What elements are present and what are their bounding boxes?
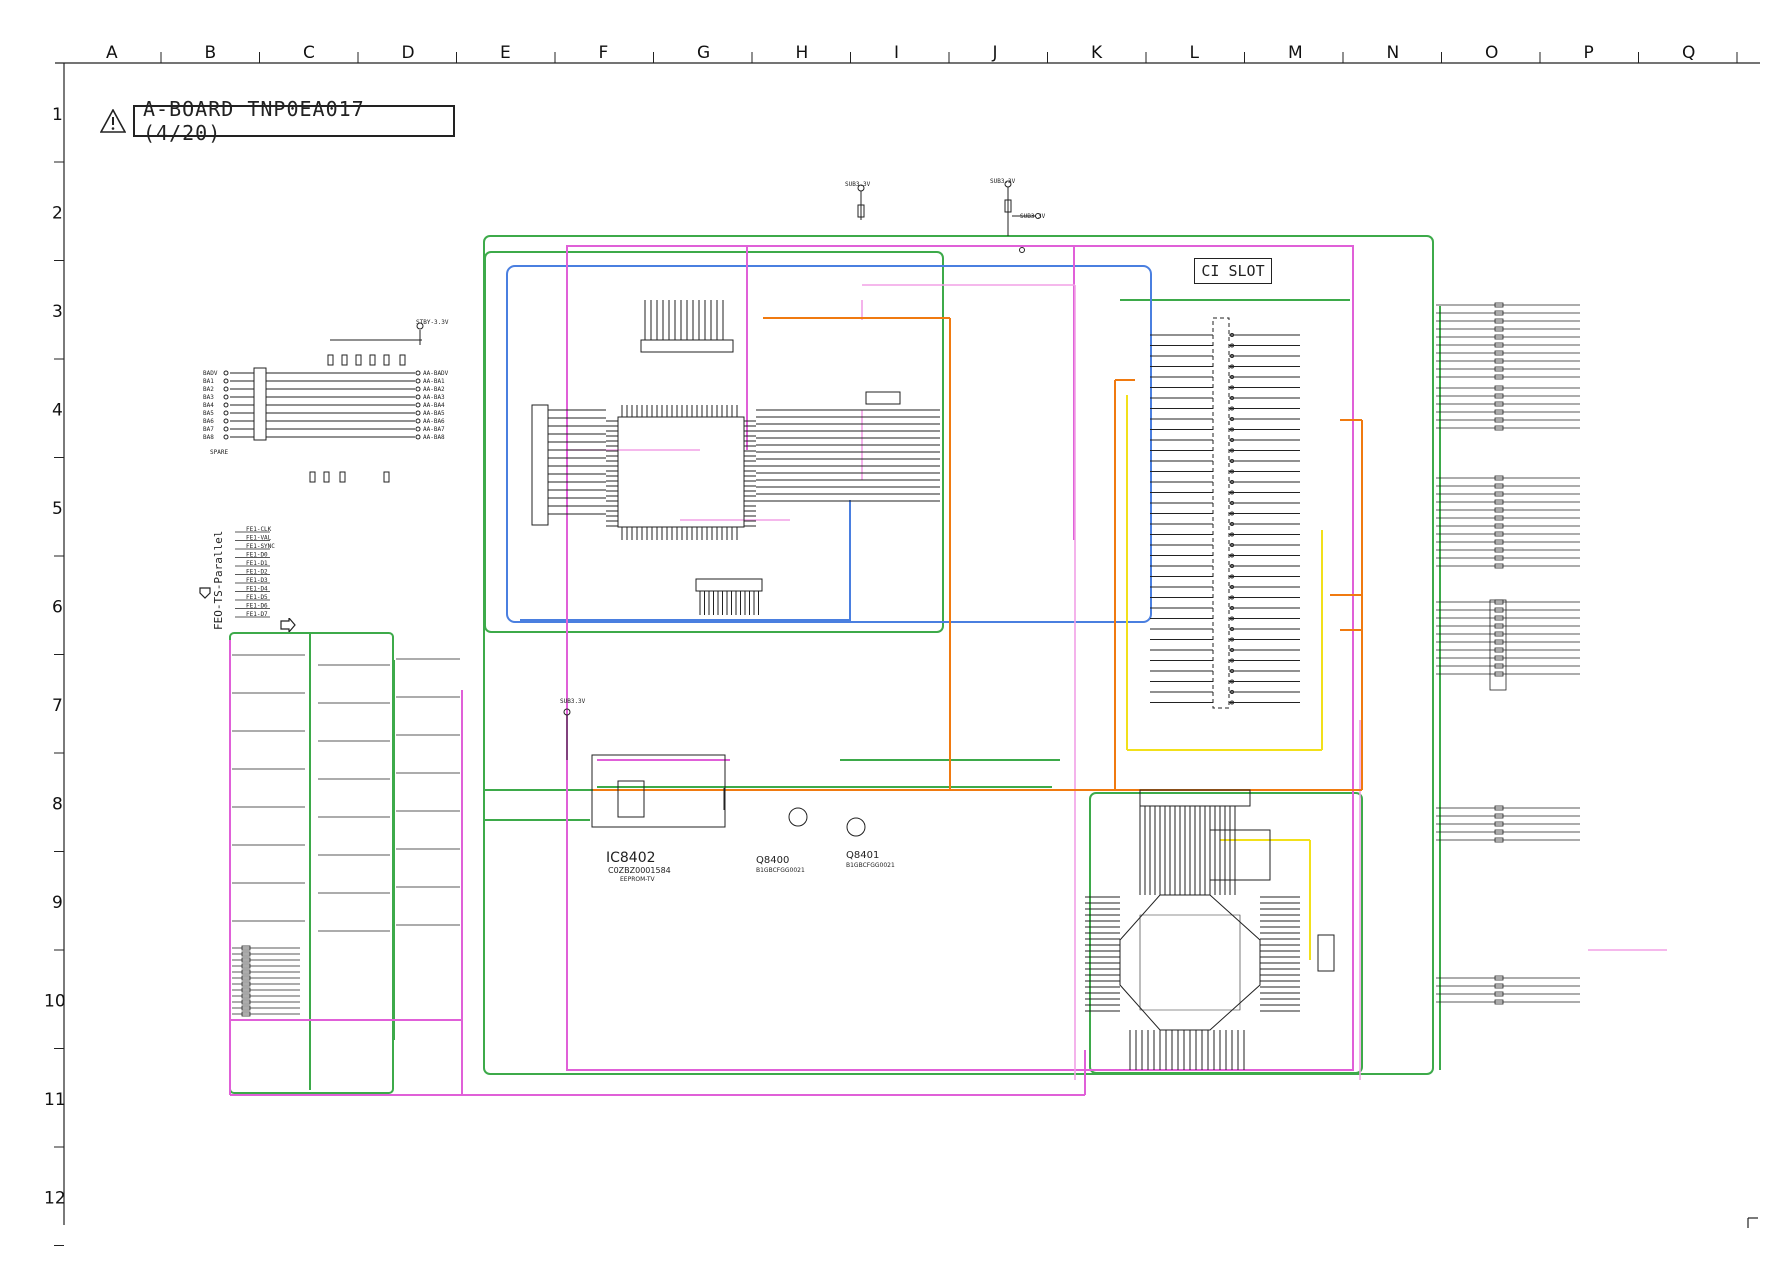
left-bus-out-net: AA-BA8 xyxy=(423,434,445,441)
q8400-part: B1GBCFGG0021 xyxy=(756,867,805,874)
main-ic-qfp xyxy=(531,300,940,615)
power-flag-label-5: SUB3.3V xyxy=(1020,213,1046,220)
fe-bus-net: FE1-D2 xyxy=(246,569,268,576)
left-bus-out-net: AA-BA5 xyxy=(423,410,445,417)
fe-bus-lines xyxy=(232,531,460,1017)
arrow-down-icon xyxy=(199,587,211,599)
caution-triangle-icon xyxy=(100,109,126,133)
column-label: H xyxy=(796,43,809,63)
fe-bus-net: FE1-D5 xyxy=(246,594,268,601)
power-flags xyxy=(416,180,1041,760)
column-label: O xyxy=(1485,43,1498,63)
column-label: G xyxy=(697,43,710,63)
eeprom-transistor-area xyxy=(591,754,866,837)
feo-ts-parallel-label: FEO-TS-Parallel xyxy=(212,530,225,630)
green-net-main xyxy=(229,235,1441,1094)
left-bus-net: BA7 xyxy=(203,426,214,433)
column-label: C xyxy=(303,43,315,63)
left-bus-out-net: AA-BA6 xyxy=(423,418,445,425)
resistor-row-top xyxy=(309,330,422,483)
column-labels: A B C D E F G H I J K L M N O P Q xyxy=(106,43,1695,63)
left-bus-net: BA3 xyxy=(203,394,214,401)
column-label: D xyxy=(402,43,415,63)
column-label: J xyxy=(992,43,998,63)
ci-slot-connector xyxy=(1150,317,1300,709)
row-label: 1 xyxy=(52,105,63,125)
left-bus-out-net: AA-BA3 xyxy=(423,394,445,401)
left-bus-out-net: AA-BADV xyxy=(423,370,449,377)
ic8402-sub: EEPROM-TV xyxy=(620,876,656,883)
fe-bus-net: FE1-D4 xyxy=(246,586,268,593)
power-flag-label: STBY-3.3V xyxy=(416,319,449,326)
column-label: F xyxy=(599,43,609,63)
ci-slot-label: CI SLOT xyxy=(1194,258,1272,284)
left-bus-net: BA5 xyxy=(203,410,214,417)
q8401-part: B1GBCFGG0021 xyxy=(846,862,895,869)
left-bus-net: BA2 xyxy=(203,386,214,393)
right-signal-lists xyxy=(1436,302,1580,1005)
q8400-ref: Q8400 xyxy=(756,855,789,866)
magenta-net xyxy=(229,245,1354,1096)
column-label: E xyxy=(500,43,511,63)
column-label: K xyxy=(1091,43,1103,63)
blue-net xyxy=(506,265,1152,623)
fe-bus-net: FE1-D6 xyxy=(246,603,268,610)
power-flag-label-2: SUB3.3V xyxy=(845,181,871,188)
ic8402-part: C0ZBZ0001584 xyxy=(608,866,671,875)
left-bus-net: BA1 xyxy=(203,378,214,385)
row-label: 3 xyxy=(52,302,63,322)
fe-bus-net: FE1-VAL xyxy=(246,535,272,542)
board-title: A-BOARD TNP0EA017 (4/20) xyxy=(133,97,455,145)
left-bus-out-net: AA-BA7 xyxy=(423,426,445,433)
fe-bus-net: FE1-D0 xyxy=(246,552,268,559)
power-flag-label-4: SUB3.3V xyxy=(560,698,586,705)
column-label: A xyxy=(106,43,118,63)
orange-net xyxy=(593,317,1363,791)
q8401-ref: Q8401 xyxy=(846,850,879,861)
left-bus-net: BADV xyxy=(203,370,218,377)
column-label: N xyxy=(1387,43,1400,63)
left-bus-net: BA6 xyxy=(203,418,214,425)
left-bus-net: BA8 xyxy=(203,434,214,441)
row-label: 6 xyxy=(52,598,63,618)
fe-bus-net: FE1-D1 xyxy=(246,560,268,567)
part-labels: IC8402 C0ZBZ0001584 EEPROM-TV Q8400 B1GB… xyxy=(210,178,1046,883)
row-label: 12 xyxy=(44,1189,66,1209)
ic8402-ref: IC8402 xyxy=(606,850,656,866)
fe-bus-net: FE1-D7 xyxy=(246,611,268,618)
column-label: M xyxy=(1288,43,1303,63)
left-bus-out-net: AA-BA1 xyxy=(423,378,445,385)
row-label: 10 xyxy=(44,992,66,1012)
row-label: 5 xyxy=(52,499,63,519)
row-label: 4 xyxy=(52,401,63,421)
frame xyxy=(55,62,1760,1228)
power-flag-label-3: SUB3.3V xyxy=(990,178,1016,185)
column-label: P xyxy=(1584,43,1594,63)
row-label: 7 xyxy=(52,696,63,716)
lower-processor-ic xyxy=(1085,789,1335,1070)
column-label: B xyxy=(205,43,217,63)
fe-bus-net: FE1-SYNC xyxy=(246,543,275,550)
left-bus-net: BA4 xyxy=(203,402,214,409)
row-label: 11 xyxy=(44,1090,66,1110)
row-label: 2 xyxy=(52,204,63,224)
left-bus-out-net: AA-BA2 xyxy=(423,386,445,393)
column-label: Q xyxy=(1682,43,1695,63)
fe-bus-net: FE1-CLK xyxy=(246,526,272,533)
arrow-output-icon xyxy=(280,618,296,632)
row-ticks xyxy=(54,161,64,1246)
connector-block-left xyxy=(223,367,421,441)
column-label: I xyxy=(894,43,899,63)
spare-label: SPARE xyxy=(210,449,228,456)
fe-bus-net: FE1-D3 xyxy=(246,577,268,584)
column-ticks xyxy=(160,52,1738,63)
row-label: 8 xyxy=(52,795,63,815)
row-label: 9 xyxy=(52,893,63,913)
left-bus-out-net: AA-BA4 xyxy=(423,402,445,409)
column-label: L xyxy=(1190,43,1200,63)
